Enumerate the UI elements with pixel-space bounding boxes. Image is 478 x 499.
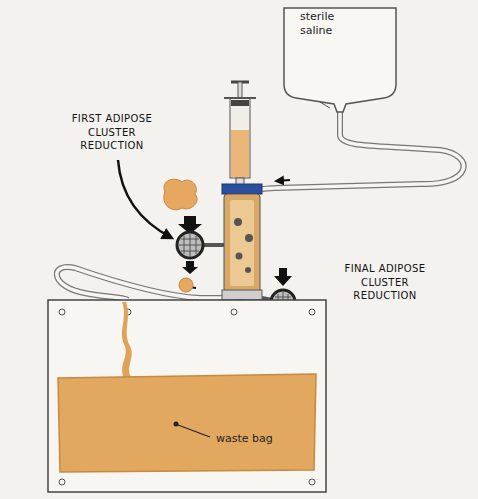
leader-dot [174, 422, 179, 427]
canister-window [230, 200, 254, 286]
filter-mesh [177, 232, 203, 258]
waste-fluid [58, 374, 316, 472]
filter-connector [203, 243, 224, 247]
syringe-barrel [230, 98, 250, 178]
filter-grid [179, 234, 201, 256]
pointer-arrow [118, 160, 172, 238]
adipose-cluster [164, 179, 197, 210]
syringe-plunger [231, 100, 249, 106]
saline-tube [262, 112, 464, 189]
leader-line [178, 425, 210, 437]
syringe-fluid [231, 130, 249, 177]
saline-bag-outline [280, 4, 400, 114]
bag-hole [309, 309, 315, 315]
canister-body [224, 194, 260, 292]
waste-tube-inner [57, 267, 222, 300]
syringe-flange [224, 97, 256, 99]
canister-bead [245, 234, 253, 242]
canister-bead [245, 267, 251, 273]
waste-bag [48, 300, 326, 492]
step-label: FIRST ADIPOSE CLUSTER REDUCTION [60, 112, 164, 153]
canister-base [222, 290, 262, 300]
fluid-bag: sterile saline [280, 4, 400, 114]
canister-bead [234, 218, 242, 226]
bag-label: waste bag [216, 432, 273, 446]
flow-arrow [276, 180, 290, 181]
down-arrow [182, 261, 198, 274]
bag-hole [231, 309, 237, 315]
waste-tube [57, 267, 222, 300]
bag-label: sterile saline [300, 10, 360, 39]
bag-hole [309, 479, 315, 485]
step-label: FINAL ADIPOSE CLUSTER REDUCTION [335, 262, 435, 303]
canister-bead [236, 253, 243, 260]
bag-hole [59, 309, 65, 315]
saline-tube-inner [262, 112, 464, 189]
fluid-bag: waste bag [46, 298, 328, 494]
waste-stream [122, 302, 132, 378]
bag-crease [320, 102, 330, 108]
down-arrow [274, 268, 292, 286]
bag-hole [59, 479, 65, 485]
saline-bag [284, 8, 396, 112]
reduced-cluster [179, 278, 193, 292]
waste-bag-outline [46, 298, 328, 494]
canister-cap [222, 184, 262, 194]
